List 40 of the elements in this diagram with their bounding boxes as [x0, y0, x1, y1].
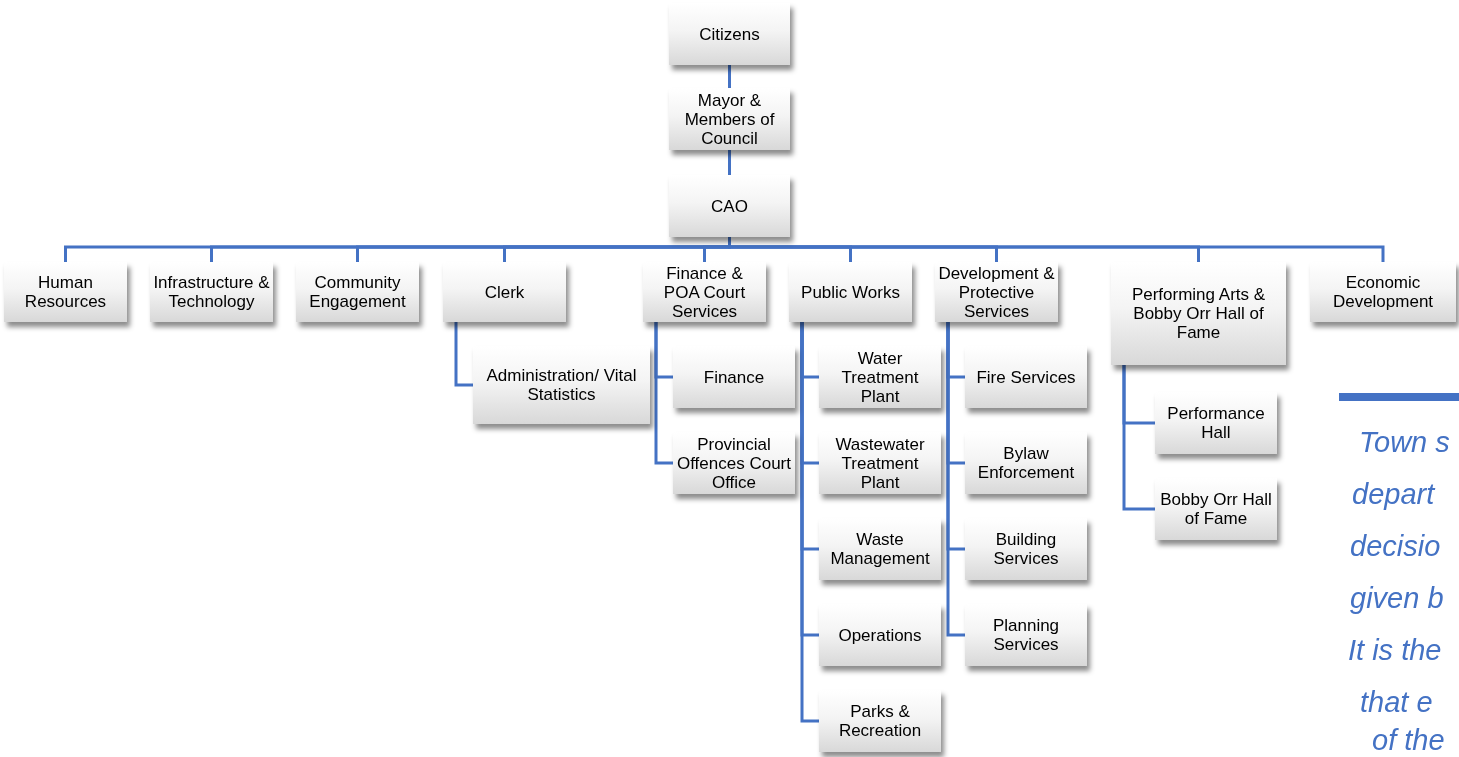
org-box: Citizens — [669, 3, 790, 65]
org-box: Public Works — [789, 262, 912, 322]
org-box: Operations — [819, 604, 941, 666]
connector-line — [454, 322, 473, 387]
note-text: Town s — [1359, 426, 1450, 458]
connector-line — [654, 322, 673, 465]
note-text: of the — [1372, 724, 1445, 756]
org-box: Bylaw Enforcement — [965, 432, 1087, 494]
org-box: Finance — [673, 346, 795, 408]
org-box: Development & Protective Services — [935, 262, 1058, 322]
org-box: Bobby Orr Hall of Fame — [1155, 478, 1277, 540]
org-box: Administration/ Vital Statistics — [473, 346, 650, 424]
note-text: that e — [1360, 686, 1433, 718]
org-box: Waste Management — [819, 518, 941, 580]
connector-line — [1122, 365, 1155, 511]
org-box: CAO — [669, 175, 790, 237]
connector-line — [728, 65, 731, 88]
org-box: Building Services — [965, 518, 1087, 580]
org-box: Finance & POA Court Services — [643, 262, 766, 322]
connector-line — [946, 322, 965, 637]
org-box: Community Engagement — [296, 262, 419, 322]
connector-line — [800, 322, 819, 723]
org-box: Economic Development — [1310, 262, 1456, 322]
org-box: Human Resources — [4, 262, 127, 322]
org-box: Performance Hall — [1155, 392, 1277, 454]
note-text: given b — [1350, 582, 1444, 614]
note-text: depart — [1352, 478, 1435, 510]
org-box: Mayor & Members of Council — [669, 88, 790, 150]
org-box: Parks & Recreation — [819, 690, 941, 752]
note-text: It is the — [1348, 634, 1442, 666]
org-box: Clerk — [443, 262, 566, 322]
note-text: decisio — [1350, 530, 1441, 562]
org-box: Planning Services — [965, 604, 1087, 666]
org-box: Provincial Offences Court Office — [673, 432, 795, 494]
connector-line — [728, 150, 731, 175]
org-box: Infrastructure & Technology — [150, 262, 273, 322]
org-box: Water Treatment Plant — [819, 346, 941, 408]
org-box: Fire Services — [965, 346, 1087, 408]
org-box: Wastewater Treatment Plant — [819, 432, 941, 494]
org-box: Performing Arts & Bobby Orr Hall of Fame — [1111, 262, 1286, 365]
